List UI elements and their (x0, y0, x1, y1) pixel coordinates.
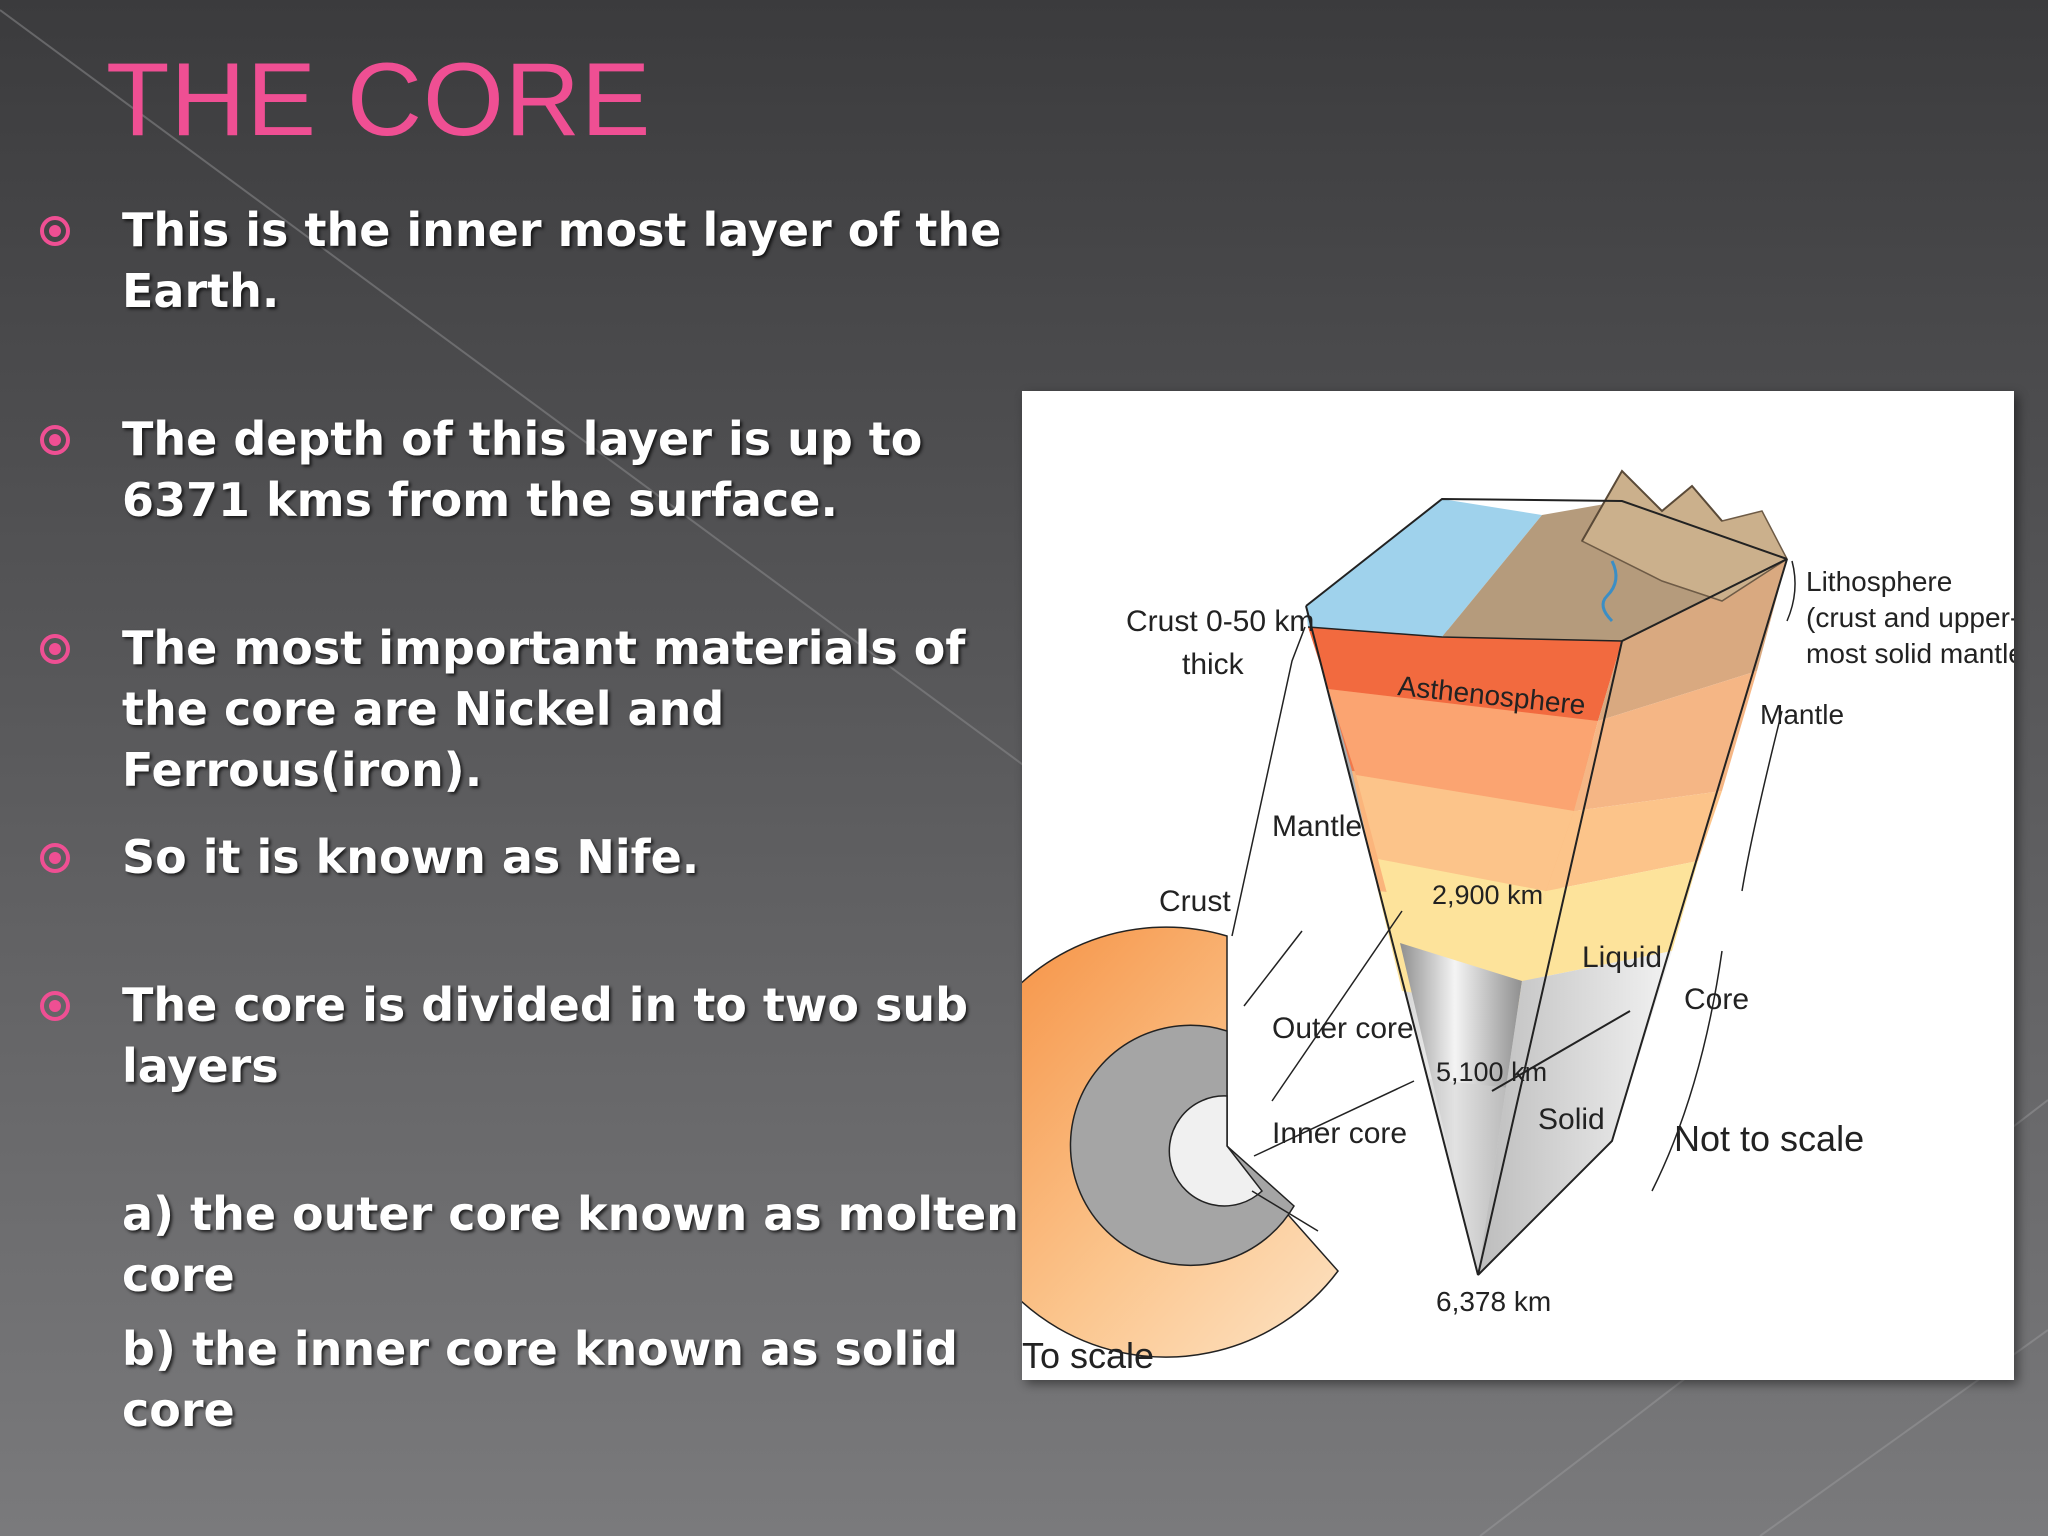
label-outer-core: Outer core (1272, 1012, 1414, 1045)
bullet-item: The core is divided in to two sub layers (38, 975, 968, 1093)
bullet-text: This is the inner most layer of the Eart… (122, 203, 1002, 318)
label-solid: Solid (1538, 1103, 1605, 1136)
label-core: Core (1684, 983, 1749, 1016)
label-mantle-left: Mantle (1272, 810, 1362, 843)
bullet-text: The depth of this layer is up to 6371 km… (122, 412, 923, 527)
bullet-item: This is the inner most layer of the Eart… (38, 200, 1001, 318)
label-liquid: Liquid (1582, 941, 1662, 974)
label-mantle-right: Mantle (1760, 699, 1844, 730)
wedge-layers (1308, 627, 1622, 1275)
circled-dot-icon (40, 425, 70, 455)
label-to-scale: To scale (1022, 1335, 1154, 1376)
bullet-item: The depth of this layer is up to 6371 km… (38, 409, 922, 527)
bullet-item: So it is known as Nife. (38, 827, 699, 884)
label-crust-thickness-2: thick (1182, 648, 1245, 681)
label-crust-thickness: Crust 0-50 km (1126, 605, 1314, 638)
label-inner-core: Inner core (1272, 1117, 1407, 1150)
bullet-text: The most important materials of the core… (122, 621, 966, 797)
bullet-text: So it is known as Nife. (122, 830, 700, 884)
label-lithosphere-3: most solid mantle) (1806, 638, 2014, 669)
to-scale-globe (1022, 926, 1339, 1358)
label-depth-6378: 6,378 km (1436, 1286, 1551, 1317)
diagram-illustration: Crust 0-50 km thick Lithosphere (crust a… (1022, 469, 2014, 1376)
label-depth-2900: 2,900 km (1432, 880, 1543, 910)
earth-layers-diagram: Crust 0-50 km thick Lithosphere (crust a… (1022, 391, 2014, 1380)
label-depth-5100: 5,100 km (1436, 1057, 1547, 1087)
wedge-outline (1305, 497, 1788, 1276)
circled-dot-icon (40, 634, 70, 664)
bullet-item: The most important materials of the core… (38, 618, 965, 797)
label-lithosphere: Lithosphere (1806, 566, 1952, 597)
wedge-top-surface (1306, 469, 1788, 642)
slide-title: THE CORE (106, 42, 652, 158)
bullet-text: The core is divided in to two sub layers (122, 978, 969, 1093)
circled-dot-icon (40, 991, 70, 1021)
label-crust: Crust (1159, 885, 1231, 918)
label-lithosphere-2: (crust and upper- (1806, 602, 2014, 633)
label-not-to-scale: Not to scale (1674, 1118, 1864, 1159)
leader-lines (1231, 560, 1796, 1232)
circled-dot-icon (40, 216, 70, 246)
sub-item-text: b) the inner core known as solid core (122, 1322, 958, 1437)
circled-dot-icon (40, 843, 70, 873)
sub-item-text: a) the outer core known as molten core (122, 1187, 1019, 1302)
